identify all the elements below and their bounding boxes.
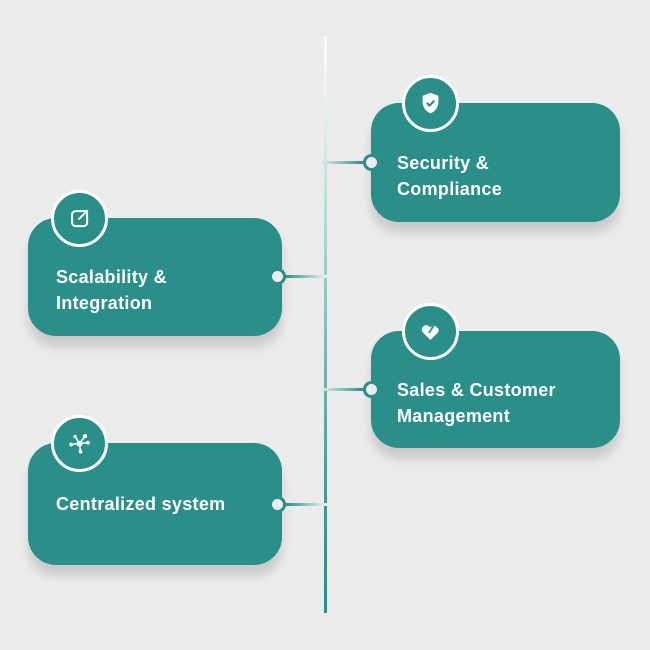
- card-title: Security & Compliance: [397, 150, 502, 202]
- hub-icon: [51, 415, 108, 472]
- card-title-line-1: Security &: [397, 152, 490, 173]
- card-title: Sales & Customer Management: [397, 377, 556, 429]
- card-title-line-1: Scalability &: [56, 267, 167, 287]
- connector-line-centralized: [285, 503, 327, 506]
- card-title-line-1: Sales & Customer: [397, 379, 556, 400]
- card-title-line-2: Management: [397, 405, 511, 426]
- connector-node-sales: [363, 381, 380, 398]
- card-security-compliance: Security & Compliance: [371, 75, 620, 222]
- handshake-icon: [402, 303, 459, 360]
- card-sales-customer-management: Sales & Customer Management: [371, 303, 620, 448]
- card-scalability-integration: Scalability & Integration: [28, 190, 282, 336]
- connector-node-security: [363, 154, 380, 171]
- card-title: Scalability & Integration: [56, 264, 167, 316]
- connector-line-security: [317, 161, 365, 164]
- external-link-icon: [51, 190, 108, 247]
- card-title-line-1: Centralized system: [56, 494, 226, 514]
- connector-line-sales: [317, 388, 365, 391]
- card-centralized-system: Centralized system: [28, 415, 282, 565]
- card-title-line-2: Integration: [56, 293, 153, 313]
- timeline-line: [324, 36, 327, 613]
- card-title: Centralized system: [56, 491, 225, 517]
- card-title-line-2: Compliance: [397, 178, 503, 199]
- shield-check-icon: [402, 75, 459, 132]
- connector-node-centralized: [269, 496, 286, 513]
- connector-node-scalability: [269, 268, 286, 285]
- connector-line-scalability: [285, 275, 327, 278]
